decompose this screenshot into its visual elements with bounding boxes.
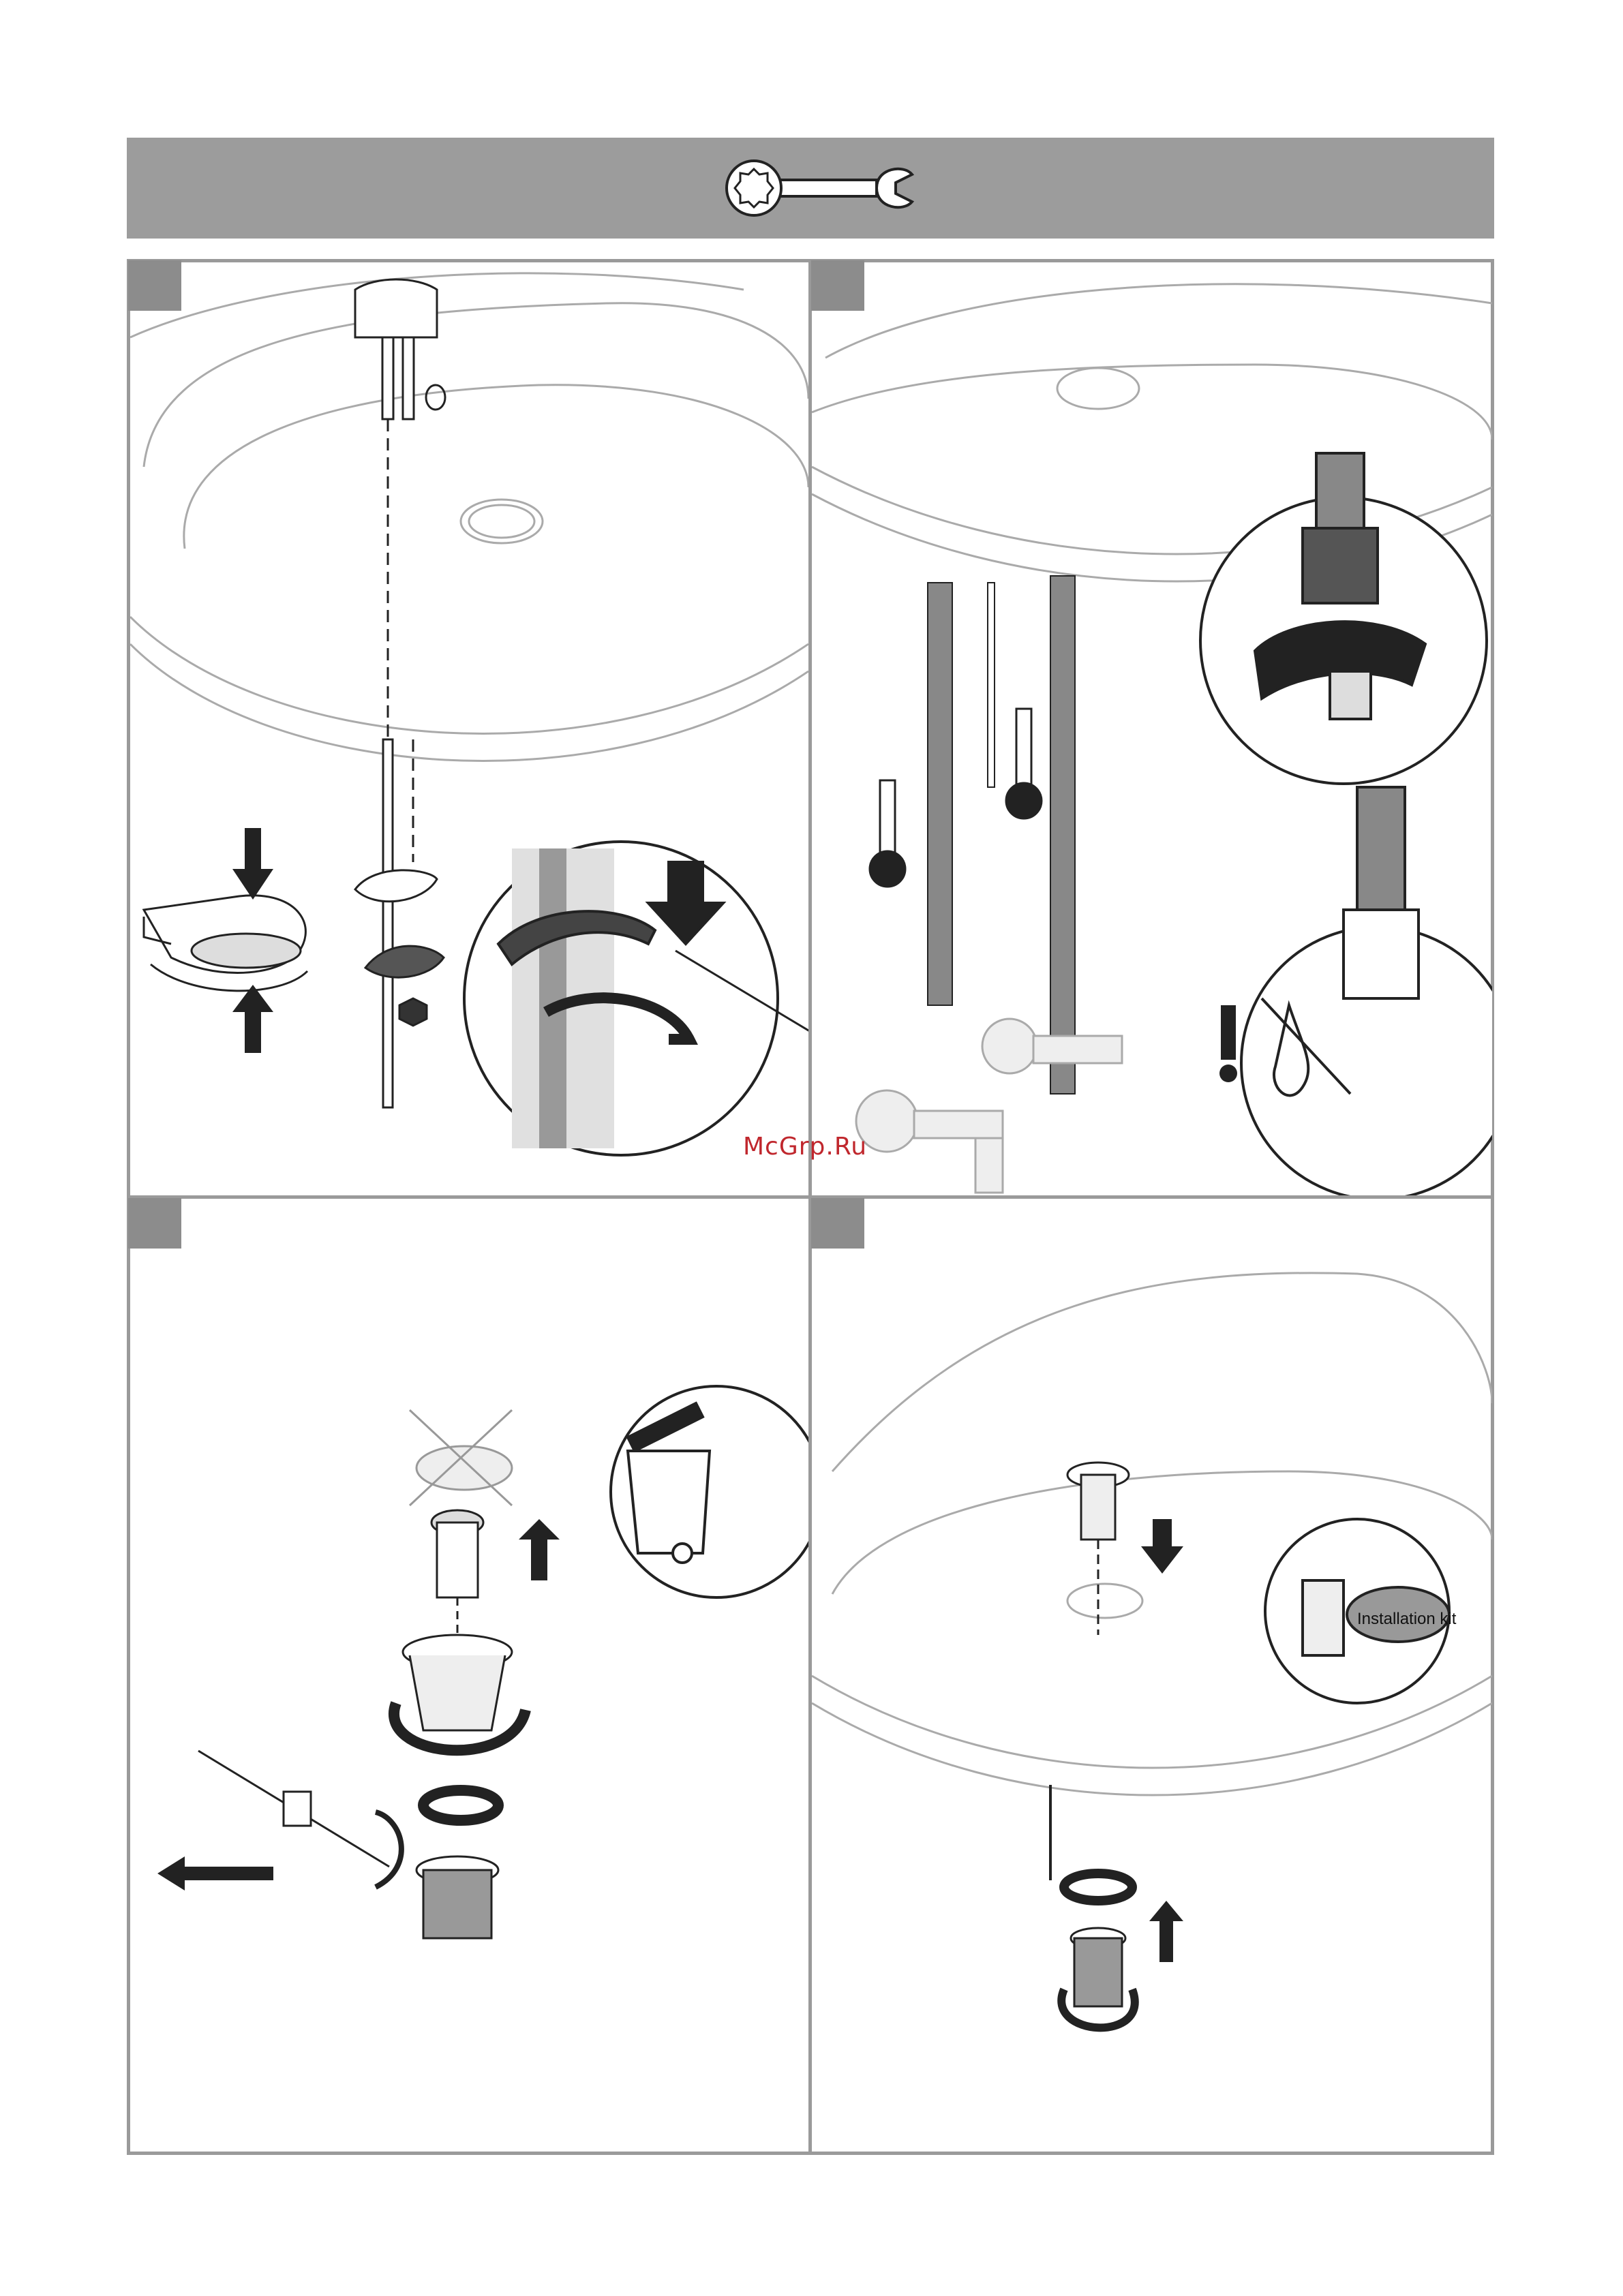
arrow-up — [519, 1519, 560, 1580]
installation-kit-detail: Installation kit — [1265, 1519, 1457, 1703]
arrow-down — [232, 828, 273, 900]
arrow-down — [1141, 1519, 1183, 1574]
panel-step-1 — [130, 262, 808, 1195]
detail-circle-2a — [1200, 453, 1487, 784]
flange-part — [144, 896, 307, 991]
arrow-up — [232, 985, 273, 1053]
detail-circle-1 — [464, 842, 808, 1155]
panel-step-2 — [812, 262, 1492, 1195]
washer-seal — [1064, 1873, 1132, 1901]
arrow-up — [1149, 1901, 1183, 1962]
drain-tailpiece — [1061, 1928, 1135, 2027]
arrow-left — [157, 1856, 273, 1891]
discarded-cap — [410, 1410, 512, 1505]
drain-body — [394, 1635, 526, 1750]
watermark-text: McGrp.Ru — [743, 1133, 867, 1161]
hose-left — [928, 576, 1075, 1094]
drain-tailpiece — [416, 1856, 498, 1938]
panel-step-3 — [130, 1199, 808, 2152]
panel-step-4: Installation kit — [812, 1199, 1492, 2152]
thermometer-cold — [870, 780, 905, 887]
trash-bin-detail — [611, 1386, 808, 1597]
thermometer-hot — [1006, 709, 1042, 818]
installation-kit-label: Installation kit — [1357, 1610, 1457, 1628]
plug-part — [431, 1510, 483, 1635]
detail-circle-2b — [1219, 787, 1492, 1195]
washer-seal — [423, 1790, 498, 1820]
supply-pipe — [988, 583, 995, 787]
mounting-brackets — [355, 870, 444, 1026]
wrench-icon — [720, 154, 917, 222]
strainer-part — [1067, 1463, 1129, 1635]
warning-icon — [1221, 1005, 1236, 1060]
angle-valve-left — [856, 1090, 1003, 1193]
